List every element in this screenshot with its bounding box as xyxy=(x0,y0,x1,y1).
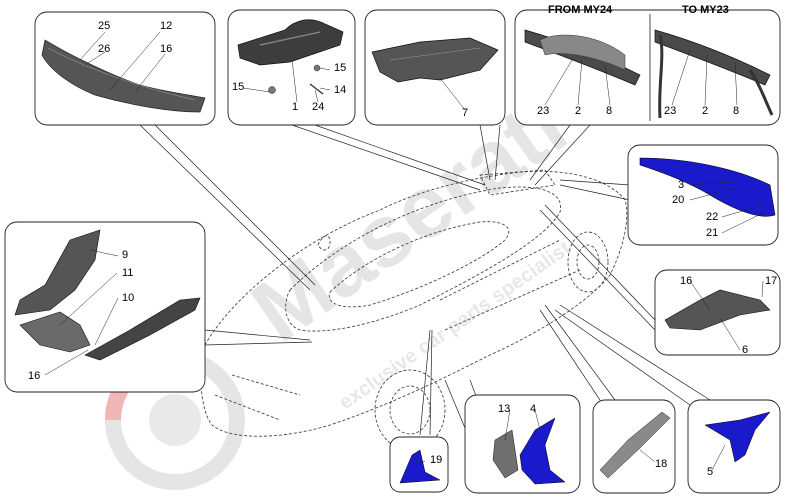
part-bracket xyxy=(664,289,771,331)
callout-20: 20 xyxy=(672,194,685,206)
callout-16: 16 xyxy=(680,275,693,287)
callout-11: 11 xyxy=(122,267,134,279)
callout-17: 17 xyxy=(765,275,778,287)
callout-7: 7 xyxy=(462,107,469,119)
callout-15: 15 xyxy=(232,81,245,93)
callout-23: 23 xyxy=(537,105,550,117)
callout-2: 2 xyxy=(702,105,709,117)
callout-leaders xyxy=(44,31,766,471)
part-my23-cowl xyxy=(654,29,774,119)
callout-6: 6 xyxy=(742,344,749,356)
part-cowl-top xyxy=(41,39,206,113)
callout-8: 8 xyxy=(733,105,740,117)
callout-18: 18 xyxy=(655,458,668,470)
leader-lines xyxy=(139,124,711,441)
callout-15: 15 xyxy=(334,62,347,74)
callout-1: 1 xyxy=(292,101,299,113)
callout-13: 13 xyxy=(498,403,511,415)
callout-2: 2 xyxy=(575,105,582,117)
part-sill18 xyxy=(599,411,671,479)
part-tunnel-panel xyxy=(371,37,499,83)
callout-26: 26 xyxy=(98,43,111,55)
part-spoiler-blue xyxy=(639,157,776,217)
part-trim5 xyxy=(704,411,771,463)
callout-21: 21 xyxy=(706,227,719,239)
part-guard13 xyxy=(492,429,519,479)
callout-14: 14 xyxy=(334,84,347,96)
callout-16: 16 xyxy=(28,370,41,382)
callout-16: 16 xyxy=(160,43,173,55)
part-sidepanel xyxy=(14,229,201,361)
callout-9: 9 xyxy=(122,249,129,261)
callout-8: 8 xyxy=(606,105,613,117)
callout-4: 4 xyxy=(530,403,537,415)
callout-3: 3 xyxy=(678,179,685,191)
callout-25: 25 xyxy=(98,20,111,32)
part-trim19 xyxy=(399,449,441,484)
callout-22: 22 xyxy=(706,211,719,223)
callout-12: 12 xyxy=(160,20,173,32)
callout-24: 24 xyxy=(312,101,325,113)
header-from-my24: FROM MY24 xyxy=(548,4,613,16)
callout-19: 19 xyxy=(430,454,443,466)
box-guard xyxy=(464,394,581,494)
box-sidepanel xyxy=(4,221,206,393)
part-guard4 xyxy=(519,417,566,485)
part-my24-cowl xyxy=(524,29,641,86)
car-outline xyxy=(200,169,628,451)
part-engine-cover xyxy=(237,19,344,95)
callout-10: 10 xyxy=(122,292,135,304)
header-to-my23: TO MY23 xyxy=(682,4,729,16)
callout-5: 5 xyxy=(707,466,714,478)
callout-23: 23 xyxy=(664,105,677,117)
